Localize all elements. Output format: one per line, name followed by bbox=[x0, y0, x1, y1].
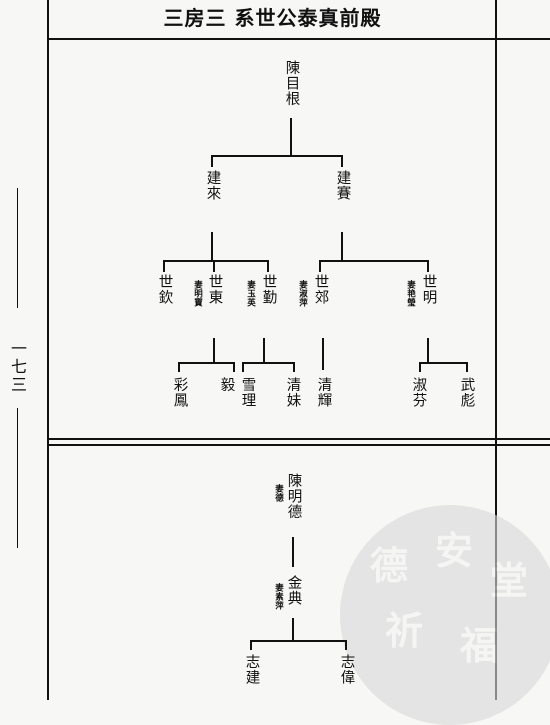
tree2-gen3-drop-1 bbox=[250, 640, 252, 650]
tree1-shi-qin2-name: 世勤 bbox=[260, 274, 277, 305]
seal-char-4: 祈 bbox=[385, 608, 424, 653]
seal-char-3: 堂 bbox=[490, 558, 529, 603]
tree2-gen2-name: 金典 bbox=[285, 575, 302, 606]
tree1-right-bar bbox=[319, 260, 429, 262]
tree2-root-stem bbox=[292, 537, 294, 567]
tree1-shi-qin2-drop-1 bbox=[242, 362, 244, 372]
tree1-shi-jiao-stem bbox=[322, 338, 324, 370]
tree2-root-name: 陳明德 bbox=[285, 473, 302, 520]
seal-char-5: 福 bbox=[460, 623, 499, 668]
tree1-left-drop-1 bbox=[163, 260, 165, 272]
tree1-qing-hui-name: 清輝 bbox=[315, 377, 332, 408]
title-rule bbox=[47, 38, 550, 40]
watermark-seal: 德 安 堂 祈 福 bbox=[340, 505, 550, 725]
tree1-gen2-left-drop bbox=[211, 155, 213, 167]
tree1-xue-li-name: 雪理 bbox=[239, 377, 256, 408]
tree1-shi-dong-bar bbox=[178, 362, 234, 364]
tree1-right-drop-2 bbox=[427, 260, 429, 272]
tree1-shi-qin2-bar bbox=[242, 362, 294, 364]
section-divider-top bbox=[47, 438, 550, 440]
tree1-root-stem bbox=[290, 118, 292, 155]
tree1-root-name: 陳目根 bbox=[283, 60, 300, 107]
tree1-shi-dong-drop-1 bbox=[178, 362, 180, 372]
tree1-shi-dong-drop-2 bbox=[233, 362, 235, 372]
seal-char-2: 安 bbox=[435, 528, 474, 573]
page-number: 一七三 bbox=[8, 340, 27, 394]
tree1-yi-name: 毅 bbox=[218, 377, 235, 393]
tree1-shi-dong-stem bbox=[213, 338, 215, 362]
tree2-gen3-bar bbox=[250, 640, 346, 642]
tree1-shi-jiao-spouse: 妻淑萍 bbox=[297, 280, 308, 307]
tree1-right-drop-1 bbox=[319, 260, 321, 272]
right-column-rule bbox=[495, 0, 497, 700]
tree1-left-drop-2 bbox=[213, 260, 215, 272]
tree1-shi-ming-drop-2 bbox=[466, 362, 468, 372]
page-frame bbox=[47, 0, 550, 700]
margin-rule-top bbox=[17, 188, 18, 308]
tree1-shi-ming-bar bbox=[419, 362, 467, 364]
tree1-right-stem bbox=[341, 232, 343, 260]
margin-rule-bottom bbox=[17, 408, 18, 548]
tree1-wu-biao-name: 武彪 bbox=[458, 377, 475, 408]
tree2-gen3-left-name: 志建 bbox=[243, 654, 260, 685]
tree1-left-bar bbox=[163, 260, 268, 262]
tree1-shi-jiao-name: 世郊 bbox=[312, 274, 329, 305]
tree1-shi-qin-name: 世欽 bbox=[156, 274, 173, 305]
tree2-gen3-drop-2 bbox=[345, 640, 347, 650]
tree1-gen2-right-drop bbox=[341, 155, 343, 167]
tree1-shi-ming-name: 世明 bbox=[420, 274, 437, 305]
tree1-shi-dong-spouse: 妻明寶 bbox=[192, 280, 203, 307]
tree1-gen2-left-name: 建來 bbox=[204, 170, 221, 201]
tree1-shi-qin2-spouse: 妻玉英 bbox=[245, 280, 256, 307]
tree1-qing-mei-name: 清妹 bbox=[284, 377, 301, 408]
tree1-shi-ming-drop-1 bbox=[419, 362, 421, 372]
tree1-shi-ming-stem bbox=[427, 338, 429, 362]
seal-char-1: 德 bbox=[370, 543, 409, 588]
tree1-shi-qin2-drop-2 bbox=[293, 362, 295, 372]
tree2-gen2-stem bbox=[292, 618, 294, 640]
tree1-shi-ming-spouse: 妻艳瑩 bbox=[405, 280, 416, 307]
tree1-cai-feng-name: 彩鳳 bbox=[171, 377, 188, 408]
tree1-shi-qin2-stem bbox=[263, 338, 265, 362]
tree2-gen3-right-name: 志偉 bbox=[338, 654, 355, 685]
page-title: 三房三 系世公泰真前殿 bbox=[163, 6, 382, 30]
tree1-shi-dong-name: 世東 bbox=[206, 274, 223, 305]
section-divider-bottom bbox=[47, 444, 550, 446]
tree2-root-spouse: 妻德 bbox=[273, 484, 284, 502]
tree2-gen2-spouse: 妻素萍 bbox=[273, 583, 284, 610]
tree1-shu-fen-name: 淑芬 bbox=[410, 377, 427, 408]
tree1-left-stem bbox=[211, 232, 213, 260]
tree1-left-drop-3 bbox=[267, 260, 269, 272]
tree1-gen2-right-name: 建賽 bbox=[334, 170, 351, 201]
tree1-gen2-bar bbox=[211, 155, 343, 157]
